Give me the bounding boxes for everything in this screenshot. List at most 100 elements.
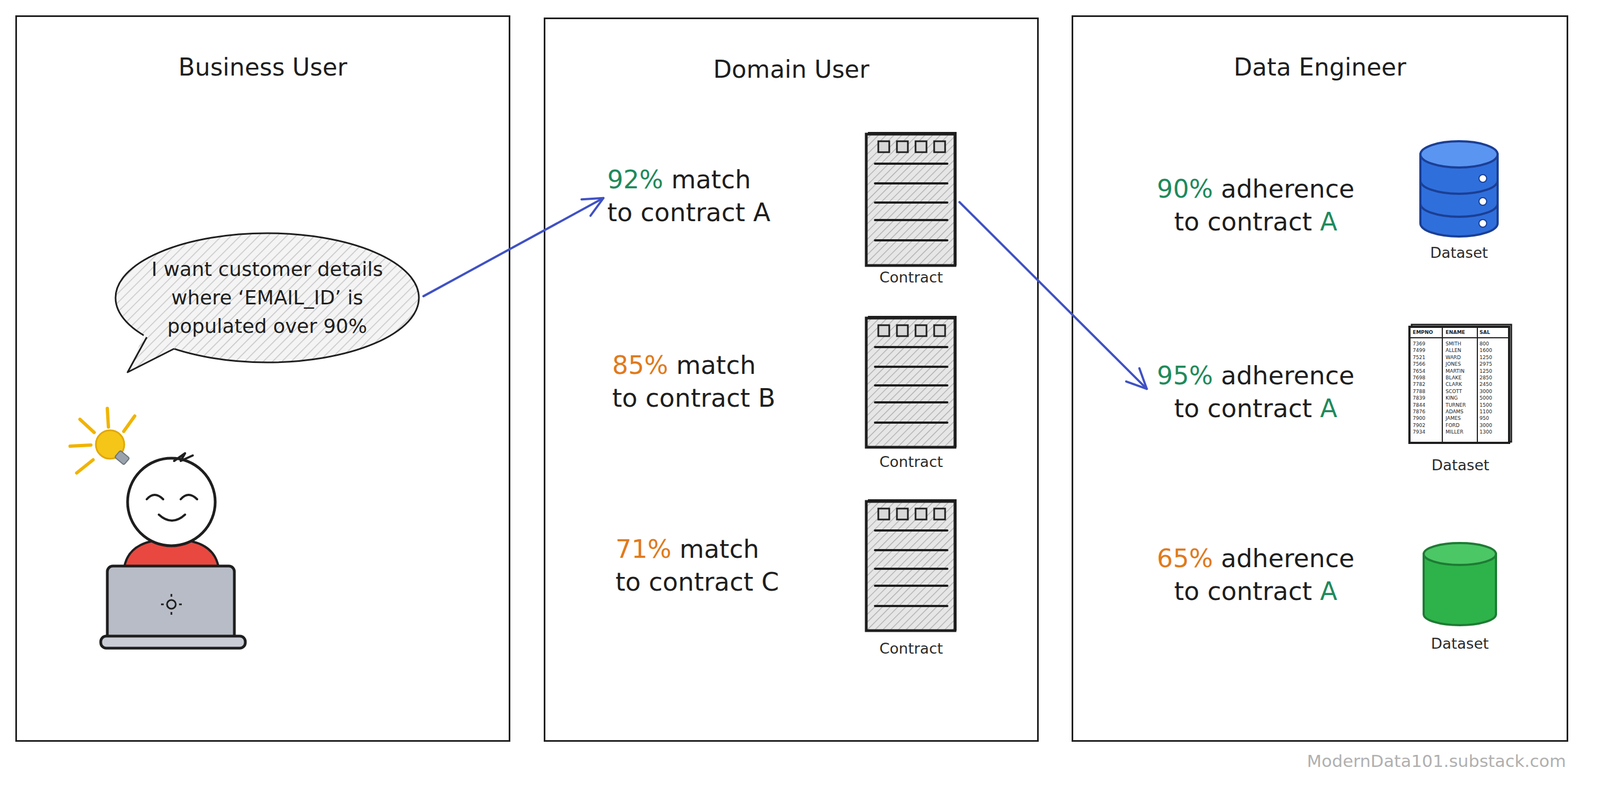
table-cell: 2975 (1479, 361, 1493, 368)
table-header: EMPNO (1412, 329, 1433, 336)
table-cell: 800 (1479, 341, 1489, 348)
document-line (875, 584, 948, 587)
document-checkbox (915, 141, 927, 153)
table-cell: SMITH (1445, 341, 1461, 348)
table-icon: DatasetEMPNOENAMESAL7369SMITH8007499ALLE… (1408, 324, 1513, 445)
document-line (875, 239, 948, 242)
score-text: A (1320, 576, 1338, 607)
table-cell: 7788 (1412, 388, 1426, 395)
table-cell: ADAMS (1445, 409, 1464, 416)
document-line (875, 421, 948, 424)
document-outline (865, 132, 958, 268)
table-cell: 5000 (1479, 395, 1493, 402)
table-cell: 7521 (1412, 354, 1426, 361)
database-dot (1478, 174, 1487, 183)
document-line (875, 605, 948, 608)
table-cell: 1600 (1479, 347, 1493, 354)
table-cell: BLAKE (1445, 375, 1462, 382)
shape-caption: Contract (879, 452, 943, 472)
database-band (1420, 180, 1498, 194)
document-line (875, 567, 948, 571)
table-cell: 1250 (1479, 368, 1493, 375)
table-cell: 7839 (1412, 395, 1426, 402)
database-icon: Dataset (1418, 137, 1500, 240)
score-value: 85% (612, 350, 669, 381)
laptop-icon (100, 566, 246, 649)
table-cell: MARTIN (1445, 368, 1465, 375)
table-cell: 1500 (1479, 402, 1493, 409)
lightbulb-icon (70, 408, 135, 474)
table-cell: 1100 (1479, 409, 1493, 416)
table-cell: 950 (1479, 415, 1489, 422)
table-cell: 1300 (1479, 429, 1493, 436)
document-page (866, 501, 955, 631)
score-value: 65% (1157, 543, 1213, 574)
role-panel: Data Engineer90%adherence to contractADa… (1071, 15, 1569, 742)
contract-document: Contract (865, 499, 958, 633)
document-line (875, 346, 948, 349)
bubble-tail (127, 337, 175, 373)
table-cell: FORD (1445, 422, 1460, 429)
score-text: A (1320, 393, 1338, 424)
table-cell: JAMES (1445, 415, 1461, 422)
document-checkbox (915, 325, 927, 337)
match-score: 71%match to contract C (615, 532, 786, 599)
arrow-line (423, 198, 604, 297)
adherence-score: 65%adherence to contractA (1149, 542, 1362, 608)
watermark: ModernData101.substack.com (1307, 750, 1567, 773)
document-line (875, 162, 948, 165)
table-cell: TURNER (1445, 402, 1466, 409)
document-checkbox (896, 141, 908, 153)
table-cell: ALLEN (1445, 347, 1462, 354)
table-frame (1409, 326, 1510, 443)
document-checkbox (896, 508, 908, 520)
arrow-head (581, 198, 604, 216)
document-checkbox (934, 325, 946, 337)
person-figure (123, 453, 220, 572)
table-cell: 7934 (1412, 429, 1426, 436)
arrow-head (1126, 368, 1148, 390)
document-line (875, 384, 948, 387)
document-line (875, 219, 948, 222)
document-outline (865, 499, 958, 633)
database-dot (1478, 219, 1487, 228)
table-cell: KING (1445, 395, 1458, 402)
panel-title-text: Data Engineer (1073, 52, 1567, 83)
shape-caption: Dataset (1431, 456, 1490, 475)
table-cell: 7782 (1412, 381, 1426, 388)
contract-document: Contract (865, 316, 958, 450)
document-page (866, 134, 955, 266)
document-checkbox (934, 508, 946, 520)
table-cell: 7654 (1412, 368, 1426, 375)
document-checkbox (915, 508, 927, 520)
table-header: ENAME (1445, 329, 1466, 336)
table-cell: WARD (1445, 354, 1461, 361)
table-rule (1476, 326, 1478, 443)
table-cell: 7902 (1412, 422, 1426, 429)
table-cell: MILLER (1445, 429, 1464, 436)
table-rule (1409, 337, 1510, 339)
match-score: 85%match to contract B (612, 348, 783, 415)
database-dot (1478, 197, 1487, 206)
document-checkbox (896, 325, 908, 337)
table-cell: 7566 (1412, 361, 1426, 368)
cylinder-drawing (1421, 540, 1499, 628)
document-line (875, 549, 948, 552)
document-outline (865, 316, 958, 450)
table-cell: 2850 (1479, 375, 1493, 382)
arrow-line (959, 202, 1147, 389)
flow-arrow (959, 202, 1147, 389)
bubble-text: I want customer details where ‘EMAIL_ID’… (138, 255, 396, 341)
shape-caption: Contract (879, 268, 943, 287)
panel-title: Business User (16, 52, 509, 83)
table-cell: 7698 (1412, 375, 1426, 382)
bubble-tail-fill (127, 333, 178, 373)
score-text: A (1320, 206, 1338, 237)
table-cell: 7844 (1412, 402, 1426, 409)
table-cell: CLARK (1445, 381, 1463, 388)
score-value: 90% (1157, 174, 1213, 204)
role-panel: Domain User92%match to contract AContrac… (543, 17, 1039, 742)
